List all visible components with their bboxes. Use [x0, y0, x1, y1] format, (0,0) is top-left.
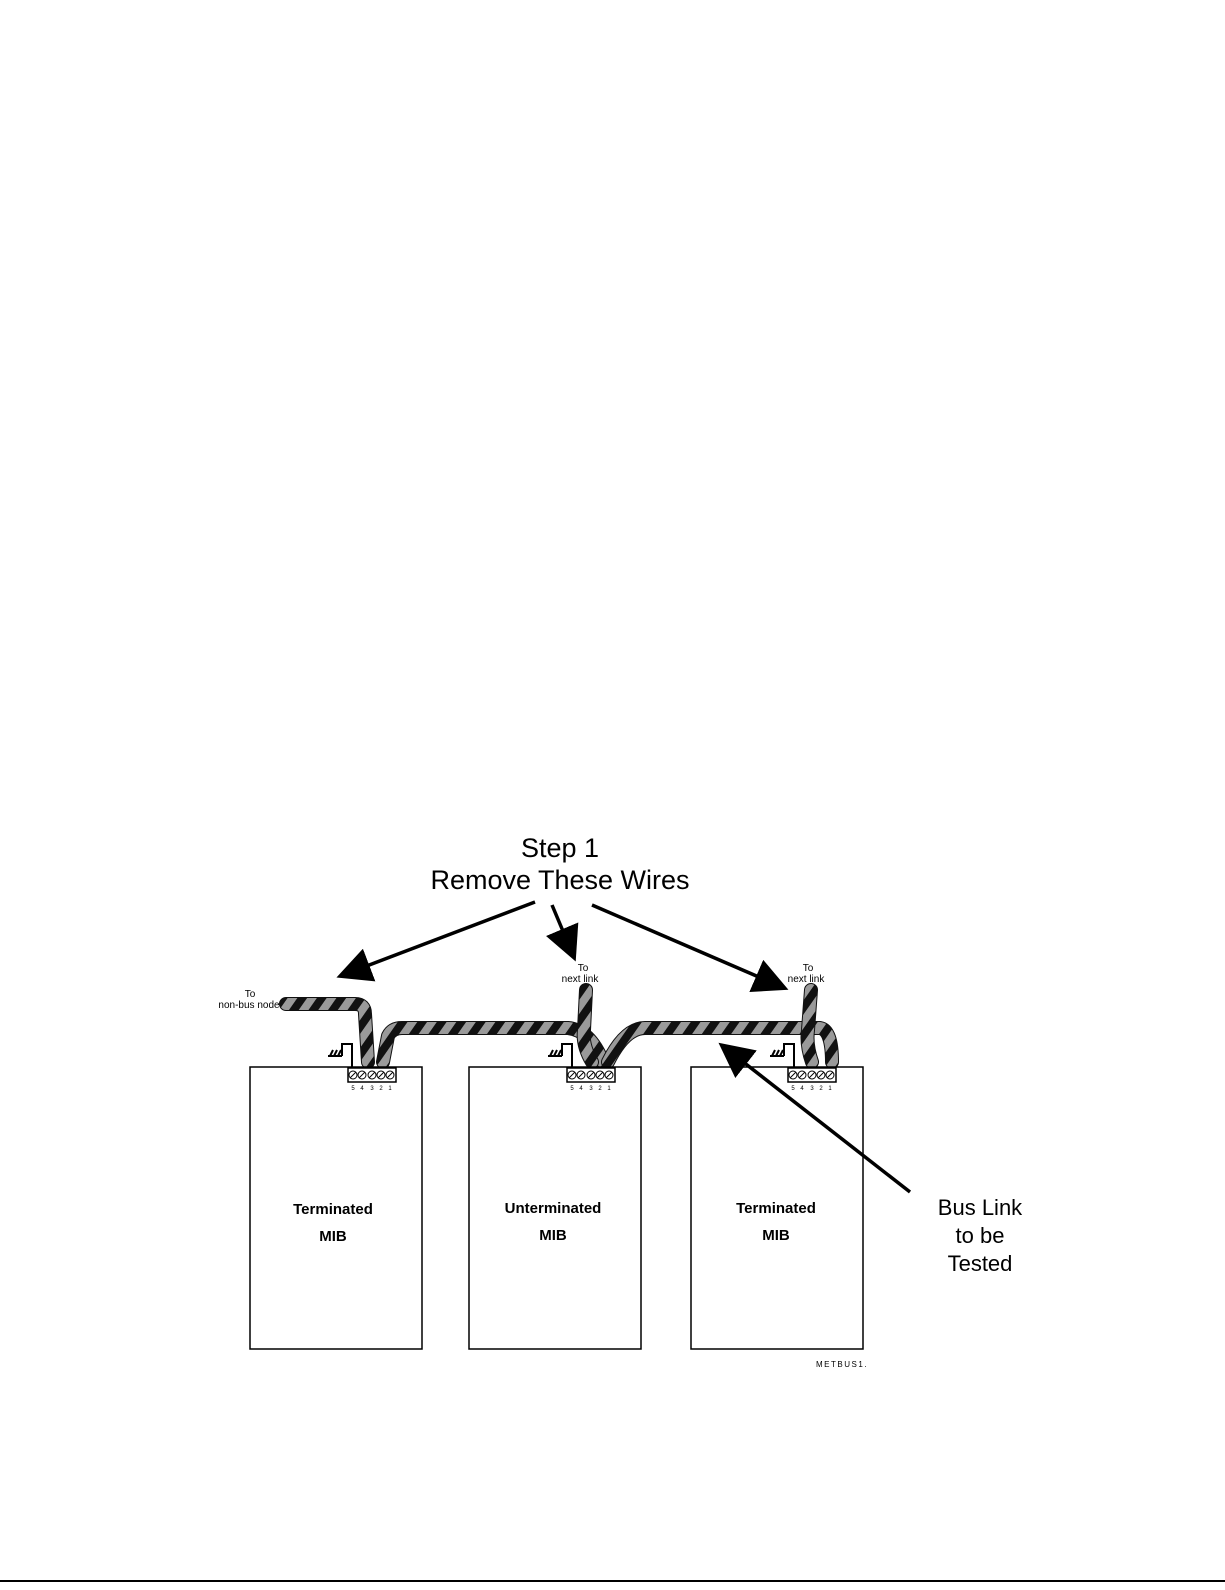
middle-wire-dest-label: next link: [562, 974, 600, 985]
mib-unit-1: 5 4 3 2 1 Terminated MIB: [250, 1044, 422, 1349]
arrow-to-middle-wire: [552, 905, 573, 955]
terminal-block-2: [567, 1068, 615, 1082]
mib-unit-2: 5 4 3 2 1 Unterminated MIB: [469, 1044, 641, 1349]
bus-link-label-line2: to be: [956, 1223, 1005, 1248]
mib-unit-3-type: Terminated: [736, 1200, 816, 1217]
arrow-to-left-wire: [343, 902, 535, 975]
callout-step: Step 1: [521, 833, 599, 863]
callout-instruction: Remove These Wires: [430, 865, 689, 895]
bus-link-label-line3: Tested: [948, 1251, 1013, 1276]
page-bottom-rule: [0, 1580, 1225, 1582]
terminal-block-1: [348, 1068, 396, 1082]
bus-link-label-line1: Bus Link: [938, 1195, 1023, 1220]
ground-icon: [770, 1044, 794, 1068]
twisted-pair-wires: [286, 990, 832, 1062]
wire-to-non-bus-node: [286, 1004, 368, 1062]
mib-unit-1-type: Terminated: [293, 1201, 373, 1218]
arrow-to-right-wire: [592, 905, 782, 987]
mib-unit-1-name: MIB: [319, 1228, 347, 1245]
right-wire-dest-label: next link: [788, 974, 826, 985]
mib-unit-3-name: MIB: [762, 1227, 790, 1244]
mib-unit-2-type: Unterminated: [505, 1200, 602, 1217]
left-wire-to-label: To: [245, 989, 256, 1000]
left-wire-dest-label: non-bus node: [218, 1000, 280, 1011]
mib-unit-2-name: MIB: [539, 1227, 567, 1244]
figure-id: METBUS1.: [816, 1360, 868, 1369]
right-wire-to-label: To: [803, 963, 814, 974]
terminal-block-3: [788, 1068, 836, 1082]
ground-icon: [328, 1044, 352, 1068]
ground-icon: [548, 1044, 572, 1068]
middle-wire-to-label: To: [578, 963, 589, 974]
